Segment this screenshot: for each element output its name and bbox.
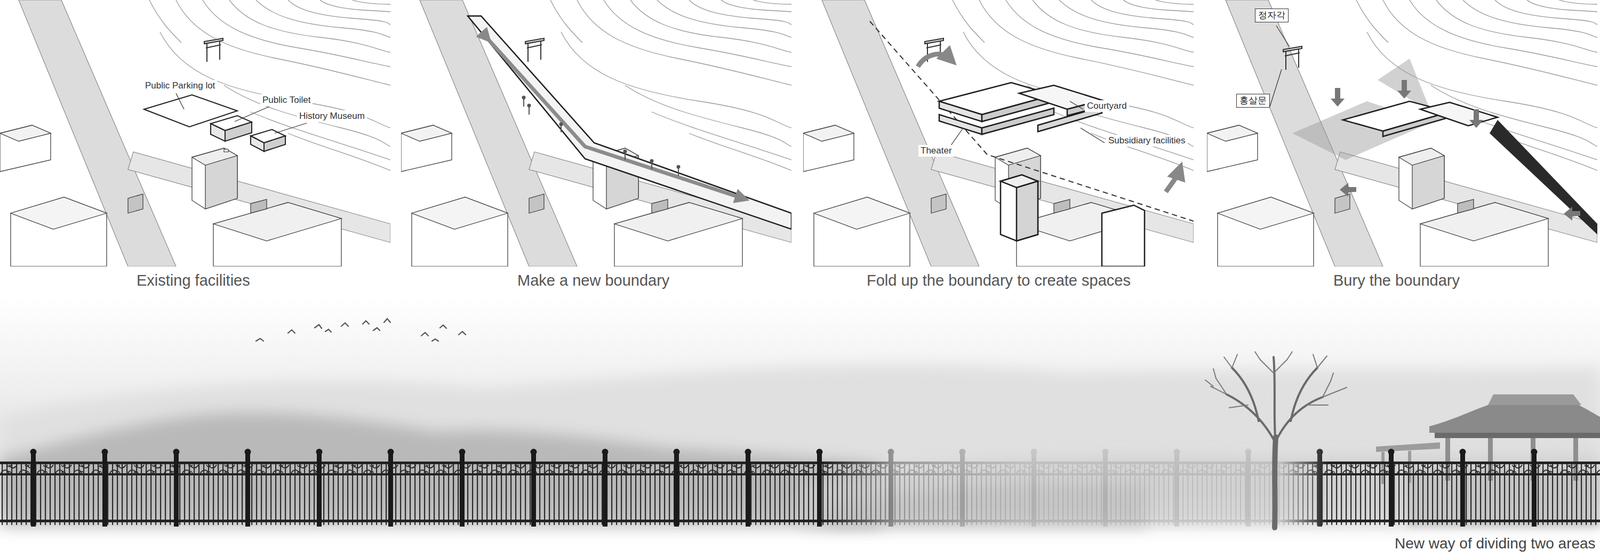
step-caption: Fold up the boundary to create spaces [866, 272, 1131, 290]
site-panel [0, 0, 391, 267]
facility-label: Theater [918, 145, 955, 157]
facility-label: Courtyard [1084, 100, 1130, 112]
concept-caption: New way of dividing two areas [1394, 535, 1596, 553]
step-caption: Bury the boundary [1333, 272, 1460, 290]
step-caption: Existing facilities [136, 272, 251, 290]
ink-landscape [0, 298, 1600, 534]
bare-tree [1205, 352, 1347, 528]
facility-label: Public Toilet [260, 94, 313, 107]
facility-label: History Museum [297, 110, 367, 123]
step-caption: Make a new boundary [517, 272, 670, 290]
facility-label: Subsidiary facilities [1106, 134, 1188, 147]
site-panel [401, 0, 792, 267]
landmark-label: 정자각 [1254, 8, 1289, 23]
landmark-label: 홍살문 [1236, 93, 1270, 108]
site-panel [803, 0, 1194, 267]
site-panel [1206, 0, 1598, 267]
iron-fence [0, 449, 1600, 527]
facility-label: Public Parking lot [142, 80, 218, 92]
